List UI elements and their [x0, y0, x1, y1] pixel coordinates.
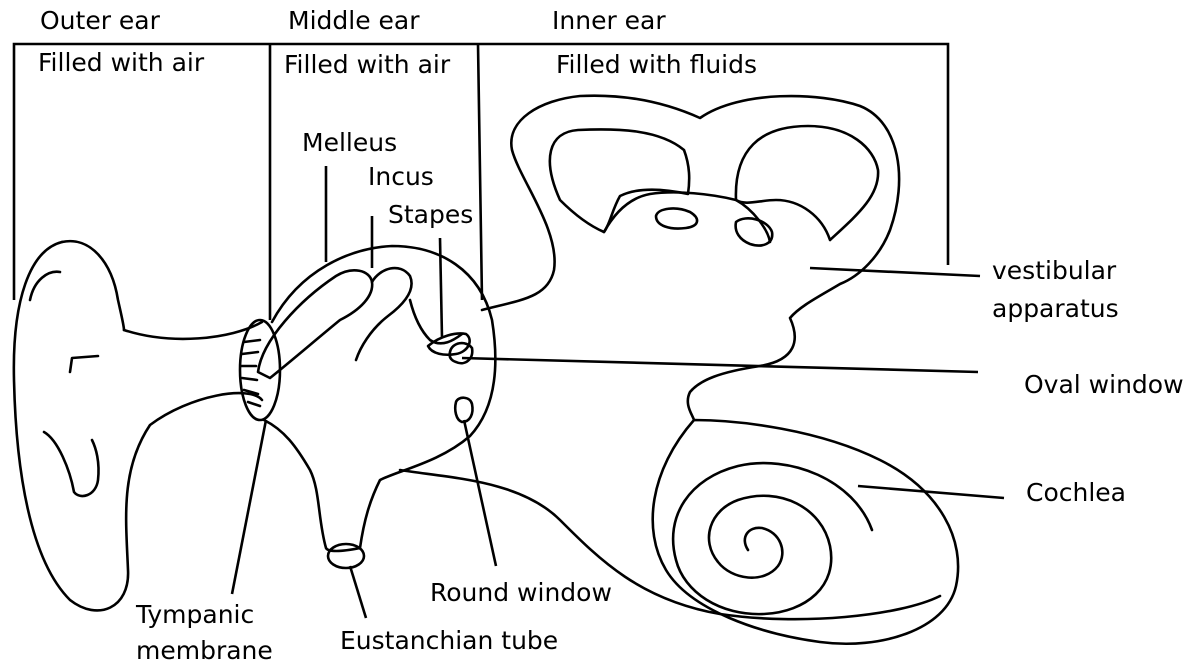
middle-ear-subtitle: Filled with air — [284, 50, 450, 80]
vestibular-outer — [482, 96, 899, 420]
cochlea-leader — [858, 486, 1004, 498]
round-window-leader — [464, 420, 496, 566]
outer-ear-bracket — [14, 44, 270, 300]
eustachian-tube-label: Eustanchian tube — [340, 626, 558, 656]
incus-label: Incus — [368, 162, 434, 192]
oval-window-label: Oval window — [1024, 370, 1184, 400]
tympanic-label-line1: Tympanic — [136, 600, 254, 630]
tympanic-leader — [232, 420, 266, 594]
malleus-bone — [258, 270, 372, 378]
pinna-fold — [62, 241, 124, 330]
incus-bone — [356, 268, 412, 360]
melleus-label: Melleus — [302, 128, 397, 158]
stapes-bone — [410, 300, 462, 343]
pinna-outline — [14, 242, 262, 610]
vestibule-loop — [656, 209, 697, 229]
vestibular-label-line2: apparatus — [992, 294, 1119, 324]
pinna-lobe-curl — [44, 432, 99, 496]
eustachian-tube-opening — [328, 544, 364, 568]
inner-ear-subtitle: Filled with fluids — [556, 50, 757, 80]
oval-window-leader — [462, 358, 978, 372]
vestibular-label-line1: vestibular — [992, 256, 1116, 286]
round-window-label: Round window — [430, 578, 612, 608]
semicircular-canal-left — [550, 129, 689, 232]
pinna-inner-fold — [30, 272, 60, 300]
stapes-leader — [440, 238, 442, 338]
tympanic-label-line2: membrane — [136, 636, 273, 666]
pinna-concha — [70, 356, 98, 372]
cochlea-label: Cochlea — [1026, 478, 1126, 508]
cochlea-spiral — [673, 463, 872, 614]
stapes-label: Stapes — [388, 200, 473, 230]
round-window-shape — [455, 398, 472, 422]
semicircular-canal-right — [736, 126, 878, 240]
outer-ear-title: Outer ear — [40, 6, 160, 36]
vestibular-leader — [810, 268, 980, 276]
inner-ear-title: Inner ear — [552, 6, 666, 36]
middle-ear-title: Middle ear — [288, 6, 420, 36]
eustachian-leader — [350, 566, 366, 618]
outer-ear-subtitle: Filled with air — [38, 48, 204, 78]
